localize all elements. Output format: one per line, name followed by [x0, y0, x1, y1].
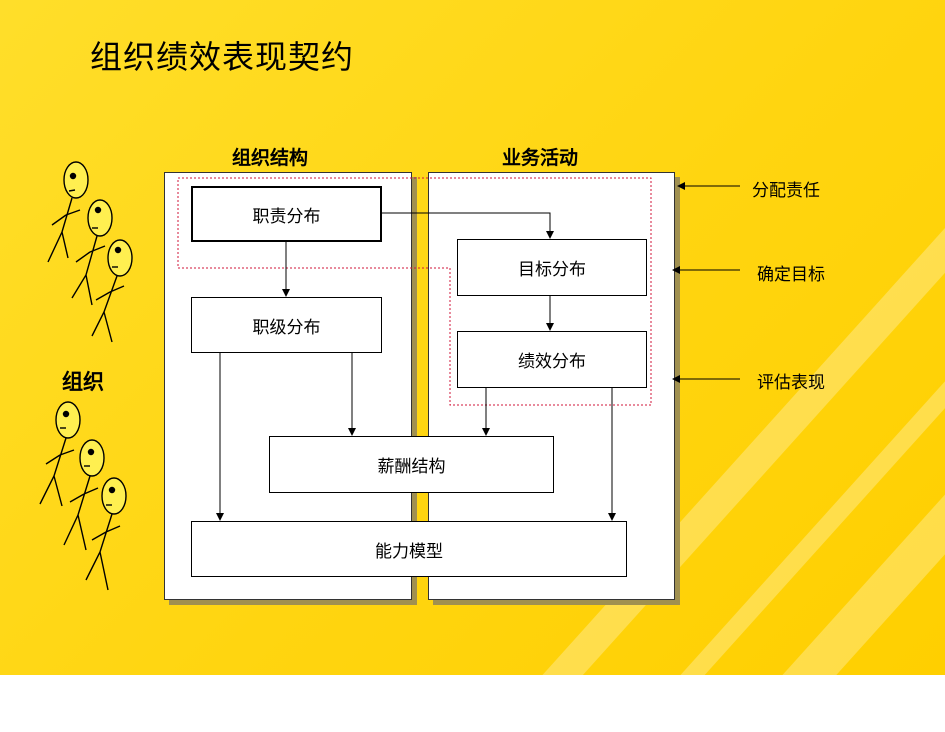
organization-label: 组织	[62, 370, 104, 394]
stick-figure-icon	[39, 161, 133, 591]
box-performance: 绩效分布	[457, 331, 647, 388]
box-duties: 职责分布	[191, 186, 382, 242]
label-set-goals: 确定目标	[757, 265, 825, 285]
box-grades: 职级分布	[191, 297, 382, 353]
diagram-connectors	[177, 177, 740, 521]
responsibility-outline	[177, 177, 652, 406]
column-title-activities: 业务活动	[502, 147, 579, 169]
stick-figures-group	[39, 161, 133, 591]
label-assign-responsibility: 分配责任	[752, 181, 820, 201]
box-targets: 目标分布	[457, 239, 647, 296]
box-competency: 能力模型	[191, 521, 627, 577]
column-title-structure: 组织结构	[232, 147, 309, 169]
label-evaluate-performance: 评估表现	[757, 373, 825, 393]
arrow-duties-to-targets	[381, 212, 554, 239]
page-title: 组织绩效表现契约	[90, 38, 355, 76]
box-pay: 薪酬结构	[269, 436, 554, 493]
